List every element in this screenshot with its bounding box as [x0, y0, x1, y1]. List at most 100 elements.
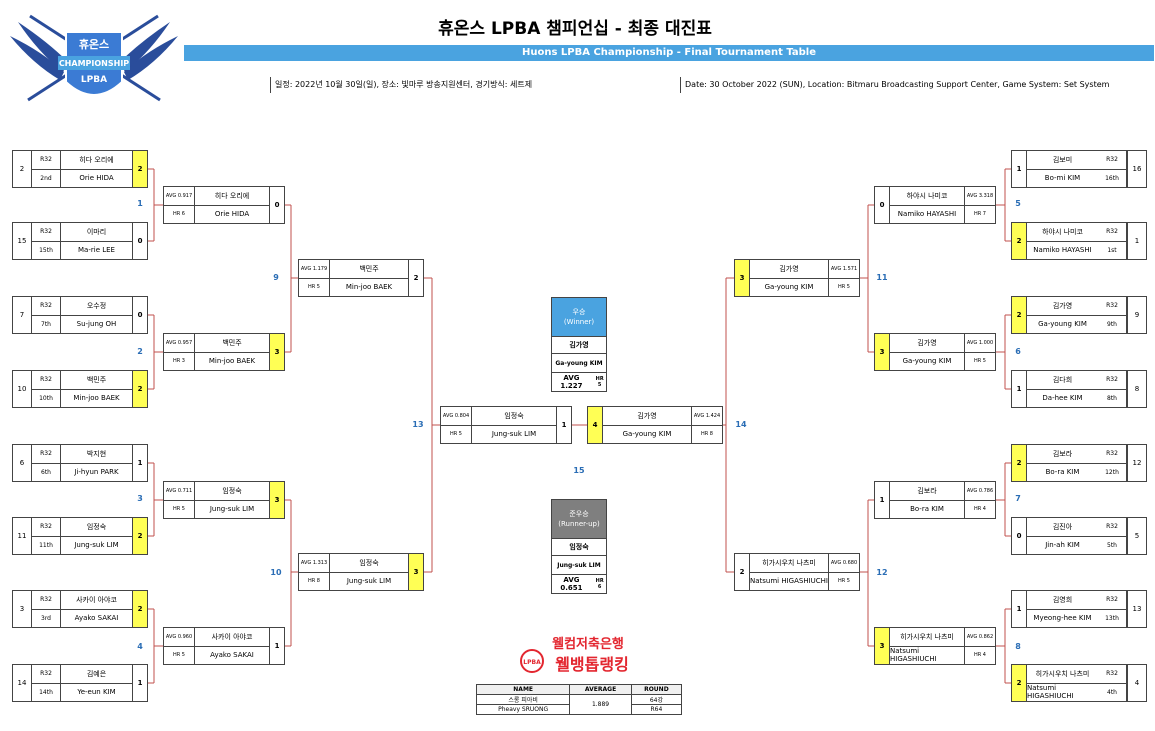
player-name-bottom: Myeong-hee KIM — [1033, 614, 1092, 623]
player-name-bottom: Orie HIDA — [79, 174, 114, 183]
seed-rank-top: R32 — [32, 297, 60, 316]
player-name-bottom: Bo-ra KIM — [1045, 468, 1080, 477]
player-name-top: 임정숙 — [472, 407, 556, 426]
player-name-bottom: Bo-ra KIM — [910, 505, 944, 514]
player-name-bottom: Min-joo BAEK — [345, 283, 393, 292]
match-number: 14 — [735, 420, 747, 429]
match-number: 3 — [137, 494, 143, 503]
player-name-top: 히가시우치 나츠미 — [1027, 665, 1098, 684]
page-title: 휴온스 LPBA 챔피언십 - 최종 대진표 — [438, 19, 712, 39]
set-score: 2 — [1012, 445, 1027, 481]
player-name-bottom: Jung-suk LIM — [491, 430, 537, 439]
player-name-top: 히다 오리에 — [61, 151, 132, 170]
seed-number: 11 — [13, 518, 32, 554]
player-stats-top: AVG 3.318 — [965, 187, 995, 206]
winner-hr: HR 5 — [595, 376, 604, 388]
cell-name-kr: 스롱 피아비 — [475, 694, 571, 705]
player-name-bottom: Natsumi HIGASHIUCHI — [890, 647, 937, 664]
set-score: 1 — [132, 665, 147, 701]
set-score: 2 — [1012, 223, 1027, 259]
seed-rank-top: R32 — [1098, 223, 1126, 242]
match-number: 4 — [137, 642, 143, 651]
championship-logo: 휴온스 CHAMPIONSHIP LPBA — [8, 12, 180, 108]
set-score: 2 — [1012, 297, 1027, 333]
player-name-bottom: Orie HIDA — [214, 210, 250, 219]
player-name-top: 김예은 — [61, 665, 132, 684]
table-header-row: NAME AVERAGE ROUND — [475, 684, 683, 695]
col-name: NAME — [475, 684, 571, 695]
runner-up-label-kr: 준우승 — [569, 510, 589, 518]
set-score: 3 — [408, 554, 423, 590]
player-stats-top: AVG 1.000 — [965, 334, 995, 353]
player-name-top: 임정숙 — [61, 518, 132, 537]
winner-label-kr: 우승 — [572, 308, 586, 316]
player-name-top: 오수정 — [61, 297, 132, 316]
seed-rank-top: R32 — [1098, 297, 1126, 316]
player-name-top: 임정숙 — [195, 482, 269, 501]
winner-name-kr: 김가영 — [552, 336, 606, 353]
player-name-top: 김보라 — [890, 482, 964, 501]
set-score: 1 — [132, 445, 147, 481]
set-score: 2 — [132, 518, 147, 554]
seed-rank-bottom: 1st — [1107, 246, 1117, 254]
seed-rank-top: R32 — [1098, 665, 1126, 684]
winner-stats: AVG 1.227 HR 5 — [552, 372, 606, 391]
seed-number: 9 — [1127, 297, 1146, 333]
player-name-bottom: Bo-mi KIM — [1044, 174, 1081, 183]
player-name-top: 히가시우치 나츠미 — [890, 628, 964, 647]
logo-text-bot: LPBA — [81, 75, 107, 85]
set-score: 0 — [132, 297, 147, 333]
seed-rank-top: R32 — [32, 665, 60, 684]
player-stats-top: AVG 0.786 — [965, 482, 995, 501]
runner-up-name-kr: 임정숙 — [552, 538, 606, 555]
col-round: ROUND — [630, 684, 683, 695]
player-stats-top: AVG 0.960 — [164, 628, 194, 647]
player-name-bottom: Ayako SAKAI — [74, 614, 119, 623]
set-score: 3 — [875, 628, 890, 664]
match-number: 12 — [876, 568, 888, 577]
seed-number: 5 — [1127, 518, 1146, 554]
set-score: 1 — [556, 407, 571, 443]
seed-rank-top: R32 — [1098, 445, 1126, 464]
player-name-top: 사카이 아야코 — [61, 591, 132, 610]
winner-avg: AVG 1.227 — [560, 374, 583, 390]
player-name-bottom: Jung-suk LIM — [346, 577, 392, 586]
player-name-bottom: Jung-suk LIM — [74, 541, 119, 550]
match-number: 2 — [137, 347, 143, 356]
logo-text-top: 휴온스 — [79, 37, 109, 51]
sponsor-line2: 웰뱅톱랭킹 — [555, 655, 629, 674]
runner-up-avg: AVG 0.651 — [560, 576, 583, 592]
event-info-english: Date: 30 October 2022 (SUN), Location: B… — [680, 77, 1155, 93]
player-name-bottom: Ga-young KIM — [1038, 320, 1087, 329]
seed-number: 14 — [13, 665, 32, 701]
seed-number: 2 — [13, 151, 32, 187]
player-name-top: 백민주 — [330, 260, 408, 279]
player-name-top: 김가영 — [603, 407, 691, 426]
player-stats-bottom: HR 5 — [449, 431, 462, 438]
